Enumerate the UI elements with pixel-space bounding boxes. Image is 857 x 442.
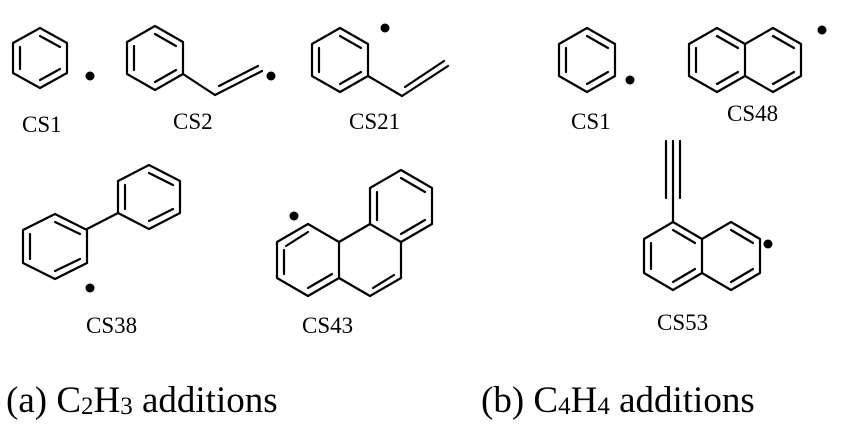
panel-b: CS1 CS48 CS53	[481, 25, 827, 421]
structure-cs48: CS48	[687, 25, 827, 126]
caption-b: (b) C4H4 additions	[481, 380, 755, 421]
structure-cs1-b: CS1	[557, 26, 635, 134]
label-cs1-b: CS1	[571, 109, 611, 134]
panel-a: CS1 CS2 CS21	[6, 23, 450, 421]
radical-dot	[289, 211, 299, 221]
structure-cs1-a: CS1	[11, 26, 95, 137]
label-cs43: CS43	[302, 313, 353, 338]
structure-cs2: CS2	[125, 24, 276, 134]
label-cs1-a: CS1	[22, 112, 62, 137]
radical-dot	[85, 71, 95, 81]
radical-dot	[85, 283, 95, 293]
structure-cs38: CS38	[21, 163, 182, 338]
structure-cs43: CS43	[275, 168, 434, 338]
label-cs21: CS21	[349, 109, 400, 134]
structure-cs21: CS21	[310, 23, 450, 134]
radical-dot	[763, 239, 773, 249]
label-cs2: CS2	[173, 109, 213, 134]
structure-cs53: CS53	[642, 139, 773, 335]
radical-dot	[817, 25, 827, 35]
radical-dot	[625, 75, 635, 85]
label-cs48: CS48	[727, 101, 778, 126]
radical-dot	[380, 23, 390, 33]
label-cs53: CS53	[657, 310, 708, 335]
radical-dot	[266, 71, 276, 81]
caption-a: (a) C2H3 additions	[6, 380, 278, 421]
label-cs38: CS38	[86, 313, 137, 338]
